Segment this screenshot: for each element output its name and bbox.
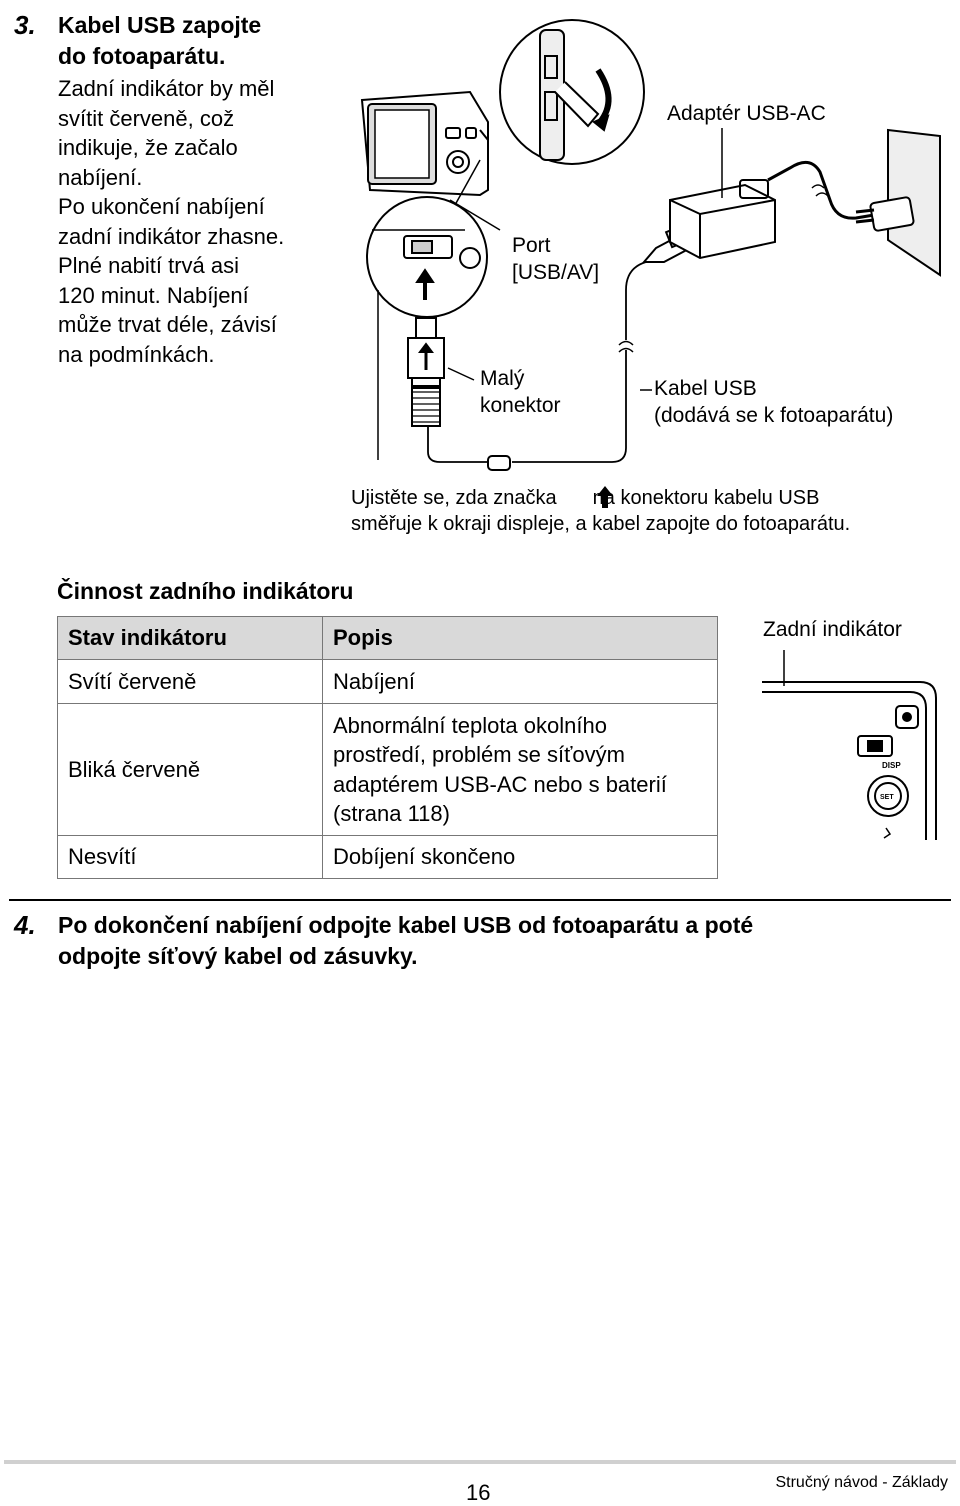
table-row: Bliká červeně Abnormální teplota okolníh… bbox=[57, 703, 718, 836]
set-button-label: SET bbox=[880, 794, 894, 801]
step-3-line: Po ukončení nabíjení bbox=[58, 194, 265, 219]
table-cell-description: Dobíjení skončeno bbox=[322, 835, 718, 879]
small-connector-illustration bbox=[407, 317, 475, 427]
note-line-2: směřuje k okraji displeje, a kabel zapoj… bbox=[351, 513, 851, 535]
step-3-line: 120 minut. Nabíjení bbox=[58, 282, 249, 308]
description-line: adaptérem USB-AC nebo s baterií bbox=[333, 771, 667, 797]
adapter-usb-ac-label: Adaptér USB-AC bbox=[667, 102, 826, 125]
step-3-line: indikuje, že začalo bbox=[58, 135, 238, 160]
usb-cable-label: Kabel USB (dodává se k fotoaparátu) bbox=[654, 375, 893, 429]
port-zoom-illustration bbox=[499, 19, 645, 165]
step-divider bbox=[9, 899, 951, 901]
step-3-line: Plné nabití trvá asi bbox=[58, 253, 239, 278]
step-3-line: zadní indikátor zhasne. bbox=[58, 223, 285, 249]
usb-connection-diagram bbox=[360, 19, 941, 508]
page-number: 16 bbox=[466, 1480, 491, 1505]
note-part-2: na konektoru kabelu USB bbox=[592, 487, 820, 509]
step-4-number: 4. bbox=[14, 910, 36, 940]
description-line: Abnormální teplota okolního bbox=[333, 712, 607, 738]
table-cell-state: Nesvítí bbox=[57, 835, 323, 879]
step-3-description: Zadní indikátor by měl svítit červeně, c… bbox=[58, 74, 284, 369]
port-usb-av-label: Port [USB/AV] bbox=[512, 232, 599, 286]
indicator-section-heading: Činnost zadního indikátoru bbox=[57, 578, 354, 604]
table-cell-description: Nabíjení bbox=[322, 659, 718, 704]
step-4-title-line-2: odpojte síťový kabel od zásuvky. bbox=[58, 943, 418, 969]
indicator-status-table: Stav indikátoru Popis Svítí červeně Nabí… bbox=[57, 616, 718, 879]
camera-illustration bbox=[360, 90, 489, 197]
port-label-line-1: Port bbox=[512, 234, 551, 257]
footer-rule bbox=[4, 1460, 956, 1464]
footer-section-title: Stručný návod - Základy bbox=[775, 1474, 948, 1491]
table-header-row: Stav indikátoru Popis bbox=[57, 616, 718, 660]
rear-indicator-label: Zadní indikátor bbox=[763, 618, 902, 641]
arrow-up-icon bbox=[597, 486, 613, 508]
step-3-title-line-2: do fotoaparátu. bbox=[58, 43, 226, 69]
usb-cable-line-1: Kabel USB bbox=[654, 377, 757, 400]
step-4-title-line-1: Po dokončení nabíjení odpojte kabel USB … bbox=[58, 912, 754, 938]
step-3-title: Kabel USB zapojte do fotoaparátu. bbox=[58, 10, 261, 72]
connector-zoom-illustration bbox=[366, 196, 488, 318]
connector-orientation-note: Ujistěte se, zda značka na konektoru kabe… bbox=[351, 485, 850, 537]
camera-rear-illustration: DISP SET bbox=[762, 650, 937, 840]
small-connector-line-2: konektor bbox=[480, 394, 561, 417]
small-connector-line-1: Malý bbox=[480, 367, 525, 390]
small-connector-label: Malý konektor bbox=[480, 365, 561, 419]
wall-outlet-illustration bbox=[855, 128, 941, 277]
note-part-1: Ujistěte se, zda značka bbox=[351, 487, 557, 509]
disp-button-label: DISP bbox=[882, 761, 901, 770]
description-line: (strana 118) bbox=[333, 801, 450, 826]
port-label-line-2: [USB/AV] bbox=[512, 261, 600, 284]
description-line: prostředí, problém se síťovým bbox=[333, 742, 625, 767]
table-cell-description: Abnormální teplota okolního prostředí, p… bbox=[322, 703, 718, 836]
usb-cable-line-2: (dodává se k fotoaparátu) bbox=[654, 404, 894, 427]
step-3-line: svítit červeně, což bbox=[58, 105, 235, 131]
step-3-number: 3. bbox=[14, 10, 36, 40]
step-3-line: nabíjení. bbox=[58, 164, 143, 190]
table-row: Nesvítí Dobíjení skončeno bbox=[57, 835, 718, 879]
step-3-line: může trvat déle, závisí bbox=[58, 312, 277, 337]
step-4-title: Po dokončení nabíjení odpojte kabel USB … bbox=[58, 910, 753, 972]
step-3-line: Zadní indikátor by měl bbox=[58, 76, 275, 101]
table-header-description: Popis bbox=[322, 616, 718, 660]
step-3-title-line-1: Kabel USB zapojte bbox=[58, 12, 262, 38]
step-3-line: na podmínkách. bbox=[58, 341, 215, 367]
usb-ac-adapter-illustration bbox=[669, 128, 776, 260]
table-header-state: Stav indikátoru bbox=[57, 616, 323, 660]
table-cell-state: Bliká červeně bbox=[57, 703, 323, 836]
table-cell-state: Svítí červeně bbox=[57, 659, 323, 704]
table-row: Svítí červeně Nabíjení bbox=[57, 659, 718, 704]
